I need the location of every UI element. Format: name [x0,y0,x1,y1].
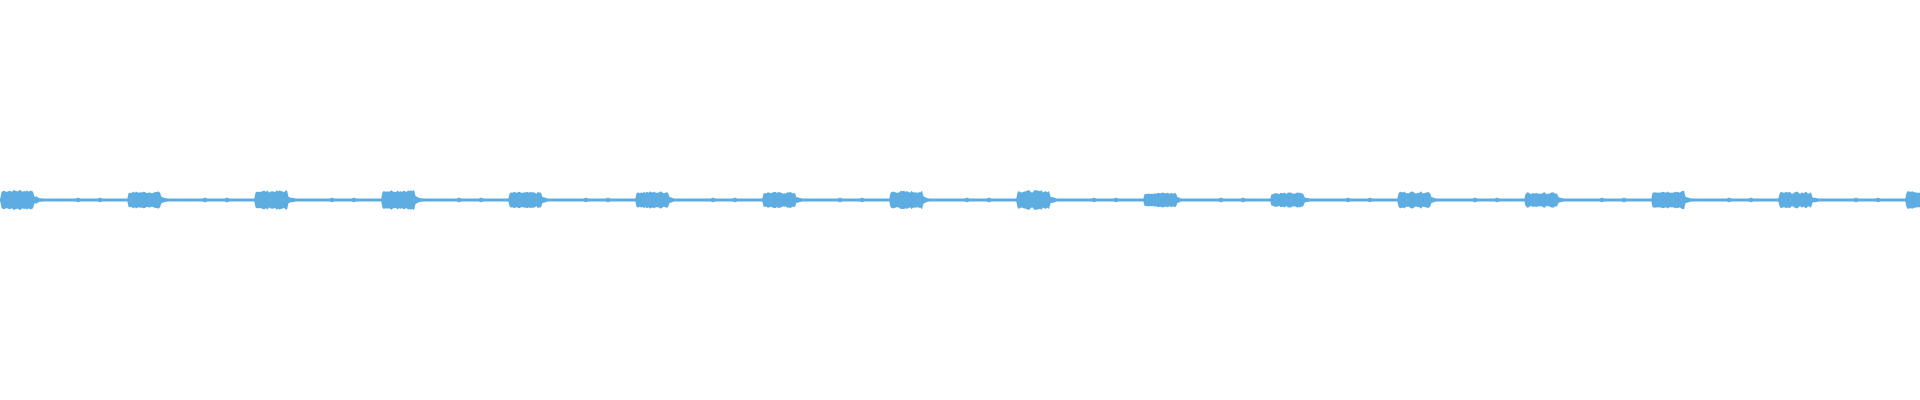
waveform-burst [762,191,825,209]
waveform-blip [1853,197,1859,203]
waveform-burst [1905,190,1920,210]
waveform-blip [837,197,843,203]
waveform-blip [1367,197,1373,203]
waveform-blip [351,197,357,203]
waveform-blip [1621,197,1627,203]
waveform-blip [456,197,462,203]
waveform-burst [1397,191,1460,209]
waveform-blip [1748,197,1754,203]
waveform-blip [964,197,970,203]
waveform-blip [202,197,208,203]
waveform-burst [889,190,952,210]
waveform-blip [986,197,992,203]
waveform-blip [1240,197,1246,203]
waveform-blip [859,197,865,203]
waveform-blip [478,197,484,203]
waveform-burst [1778,191,1841,209]
waveform-blip [75,197,81,203]
waveform-blip [1218,197,1224,203]
waveform-burst [254,190,317,210]
waveform-burst [1651,190,1714,210]
waveform-blip [710,197,716,203]
waveform-burst [508,191,571,209]
waveform-blip [97,197,103,203]
waveform-blip [732,197,738,203]
waveform-burst [1143,192,1206,208]
waveform-blip [224,197,230,203]
waveform-blip [329,197,335,203]
waveform-burst [635,191,698,209]
waveform-burst [0,189,63,211]
waveform-burst [1016,190,1079,210]
waveform-blip [1091,197,1097,203]
waveform-blip [1472,197,1478,203]
waveform-blip [1345,197,1351,203]
waveform-blip [583,197,589,203]
waveform-burst [1524,192,1587,208]
waveform-burst [127,191,190,209]
waveform-blip [605,197,611,203]
waveform-blip [1726,197,1732,203]
waveform-blip [1875,197,1881,203]
waveform-bursts [0,189,1920,211]
waveform-burst [381,189,444,211]
waveform-blip [1494,197,1500,203]
waveform-burst [1270,192,1333,208]
waveform-blip [1599,197,1605,203]
waveform-blip [1113,197,1119,203]
